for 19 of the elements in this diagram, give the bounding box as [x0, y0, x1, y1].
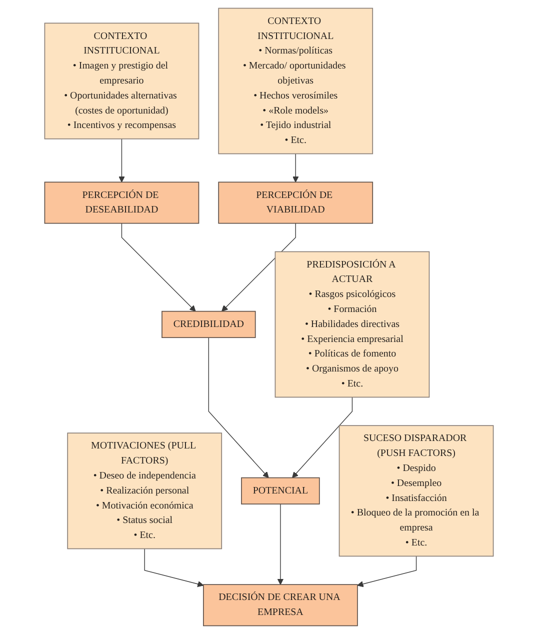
- arrow: [222, 222, 296, 312]
- arrow: [118, 138, 125, 182]
- arrow: [357, 556, 417, 588]
- node-box: DECISIÓN DE CREAR UNA EMPRESA: [203, 584, 358, 626]
- node-box: CREDIBILIDAD: [162, 310, 256, 338]
- arrow: [208, 337, 269, 478]
- node-box: PREDISPOSICIÓN A ACTUAR • Rasgos psicológicos • Formación • Habilidades directivas • Experiencia empresarial • Políticas de fomento • Organismos de apoyo • Etc.: [274, 251, 430, 398]
- node-box: CONTEXTO INSTITUCIONAL • Imagen y prestigio del empresario • Oportunidades alternativas (costes de oportunidad) • Incentivos y recompensas: [44, 22, 200, 140]
- arrow: [292, 153, 299, 182]
- node-box: PERCEPCIÓN DE VIABILIDAD: [218, 182, 374, 224]
- node-box: PERCEPCIÓN DE DESEABILIDAD: [44, 182, 200, 224]
- node-box: SUCESO DISPARADOR (PUSH FACTORS) • Despido • Desempleo • Insatisfacción • Bloqueo de la promoción en la empresa • Etc.: [338, 425, 494, 557]
- node-box: POTENCIAL: [241, 477, 320, 504]
- arrow: [121, 222, 196, 312]
- node-box: MOTIVACIONES (PULL FACTORS) • Deseo de independencia • Realización personal • Motivación económica • Status social • Etc.: [67, 432, 222, 550]
- arrow: [144, 548, 204, 588]
- arrow: [292, 396, 353, 478]
- node-box: CONTEXTO INSTITUCIONAL • Normas/políticas • Mercado/ oportunidades objetivas • Hechos verosímiles • «Role models» • Tejido industrial • Etc.: [218, 8, 374, 154]
- arrow: [277, 504, 284, 585]
